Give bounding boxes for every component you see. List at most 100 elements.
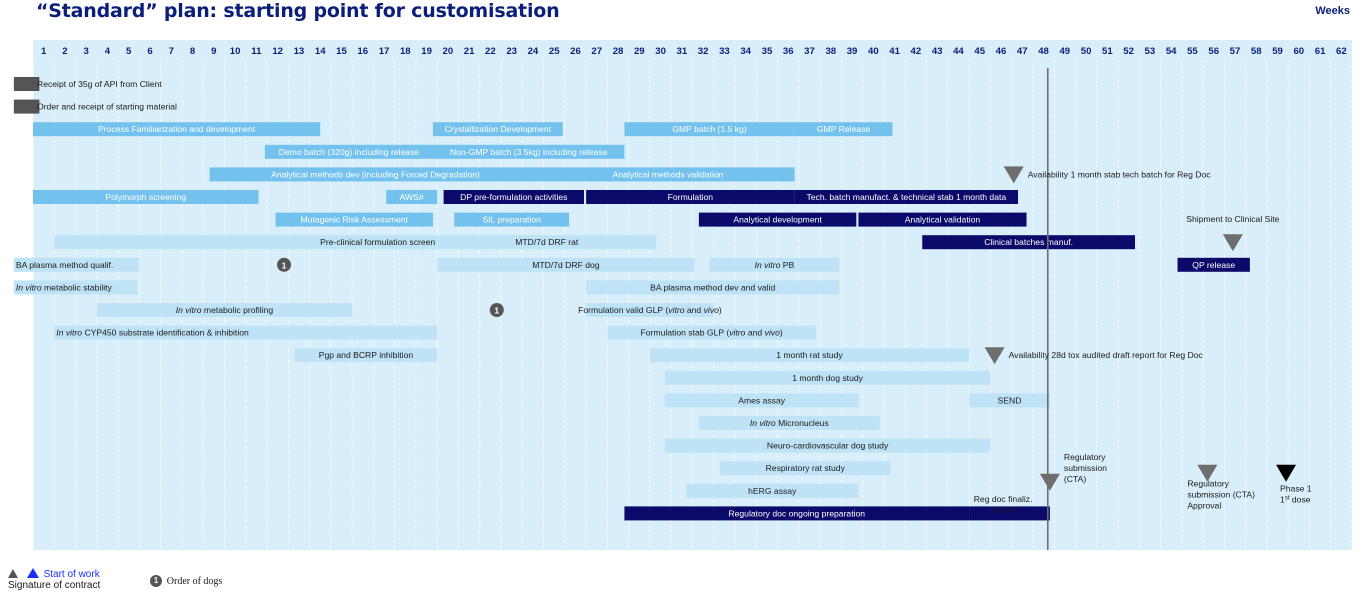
gantt-bar-label: 1 month rat study: [776, 350, 843, 360]
gantt-bar: [13, 280, 138, 295]
gantt-bar: [624, 506, 970, 521]
gantt-bar-label: Analytical methods dev (including Forced…: [271, 169, 480, 179]
gantt-bar-label: In vitro PB: [755, 260, 795, 270]
gantt-bar: [720, 461, 891, 476]
gantt-bar-label: Non-GMP batch (3.5kg) including release: [450, 147, 608, 157]
week-tick-label: 25: [549, 46, 560, 57]
milestone-label: submission: [1064, 463, 1107, 473]
gantt-bar: [969, 393, 1050, 408]
week-tick-label: 33: [719, 46, 730, 57]
week-tick-label: 12: [272, 46, 283, 57]
gantt-bar: [13, 99, 40, 114]
gantt-bar-label: DP pre-formulation activities: [460, 192, 567, 202]
gantt-bar-label: MTD/7d DRF rat: [515, 237, 579, 247]
signature-of-contract-label: Signature of contract: [8, 580, 101, 591]
week-tick-label: 31: [677, 46, 688, 57]
gantt-bar-label: Crystallization Development: [445, 124, 552, 134]
milestone-triangle-icon: [984, 347, 1005, 365]
gantt-bar: [664, 438, 991, 453]
week-tick-label: 52: [1123, 46, 1134, 57]
gantt-bar-label: Order and receipt of starting material: [37, 102, 177, 112]
gantt-bar-label: GMP Release: [817, 124, 871, 134]
week-tick-label: 28: [613, 46, 624, 57]
gantt-bar: [794, 190, 1018, 204]
week-tick-label: 19: [421, 46, 432, 57]
week-tick-label: 61: [1315, 46, 1326, 57]
week-tick-label: 22: [485, 46, 496, 57]
gantt-bar-label: Process Familiarization and development: [98, 124, 256, 134]
gantt-bar: [922, 235, 1136, 250]
week-tick-label: 40: [868, 46, 879, 57]
chart-title: “Standard” plan: starting point for cust…: [36, 0, 560, 22]
gantt-bar-label: Clinical batches manuf.: [984, 237, 1073, 247]
gantt-bar-label: Formulation valid GLP (vitro and vivo): [578, 305, 722, 315]
week-tick-label: 35: [762, 46, 773, 57]
week-tick-label: 8: [190, 46, 196, 57]
milestone-label: Regulatory: [1064, 452, 1106, 462]
gantt-bar-label: Mutagenic Risk Assessment: [301, 215, 409, 225]
gantt-bar: [432, 122, 563, 137]
gantt-bar: [13, 77, 40, 91]
week-tick-label: 27: [591, 46, 602, 57]
circle-marker-label: 1: [494, 306, 499, 316]
week-tick-label: 50: [1081, 46, 1092, 57]
week-tick-label: 10: [230, 46, 241, 57]
week-tick-label: 29: [634, 46, 645, 57]
gantt-bar-label: Pgp and BCRP inhibition: [319, 350, 414, 360]
week-tick-label: 41: [889, 46, 900, 57]
gantt-bar-label: Ames assay: [738, 395, 786, 405]
week-tick-label: 4: [105, 46, 111, 57]
week-tick-label: 55: [1187, 46, 1198, 57]
week-tick-label: 15: [336, 46, 347, 57]
gantt-bar: [1177, 257, 1250, 272]
gantt-bar-label: Neuro-cardiovascular dog study: [767, 441, 889, 451]
week-tick-label: 58: [1251, 46, 1262, 57]
week-tick-label: 13: [294, 46, 305, 57]
gantt-bar: [432, 144, 625, 159]
gantt-bar-label: Pre-clinical formulation screen: [320, 237, 435, 247]
gantt-bar: [54, 325, 438, 340]
week-tick-label: 45: [974, 46, 985, 57]
gantt-bar-label: Polymorph screening: [105, 192, 186, 202]
gantt-bar-label: Tech. batch manufact. & technical stab 1…: [806, 192, 1006, 202]
week-tick-label: 62: [1336, 46, 1347, 57]
gantt-bar-label: Respiratory rat study: [766, 463, 846, 473]
week-tick-label: 7: [169, 46, 174, 57]
week-tick-label: 53: [1145, 46, 1156, 57]
gantt-bar: [607, 325, 816, 340]
gantt-bar: [541, 167, 795, 182]
gantt-bar: [33, 122, 321, 137]
milestone-label: Approval: [1187, 501, 1221, 511]
milestone-label: (CTA): [1064, 474, 1086, 484]
gantt-bar: [686, 483, 859, 498]
milestone-label: Regulatory: [1187, 479, 1229, 489]
gantt-bar-label: BA plasma method qualif.: [16, 260, 113, 270]
gantt-bar-label: In vitro Micronucleus: [750, 418, 829, 428]
week-tick-label: 48: [1038, 46, 1049, 57]
gantt-bar-label: SIL preparation: [482, 215, 541, 225]
signature-triangle-icon: [8, 569, 18, 578]
gantt-bar-label: hERG assay: [748, 486, 797, 496]
week-tick-label: 43: [932, 46, 943, 57]
gantt-bar-label: AWS#: [400, 192, 424, 202]
week-tick-label: 36: [783, 46, 794, 57]
gantt-bar: [858, 212, 1027, 227]
week-tick-label: 9: [211, 46, 216, 57]
gantt-bar: [437, 235, 657, 250]
gantt-bar: [33, 190, 259, 204]
gantt-bar: [294, 348, 438, 363]
gantt-bar: [586, 190, 795, 204]
week-tick-label: 49: [1059, 46, 1070, 57]
gantt-bar: [698, 212, 857, 227]
milestone-triangle-icon: [1197, 464, 1218, 482]
week-tick-label: 39: [847, 46, 858, 57]
milestone-triangle-icon: [1276, 464, 1297, 482]
week-tick-label: 30: [655, 46, 666, 57]
gantt-bar: [454, 212, 570, 227]
milestone-label: Phase 1: [1280, 484, 1312, 494]
week-tick-label: 26: [570, 46, 581, 57]
week-tick-label: 6: [147, 46, 152, 57]
start-of-work-label: Start of work: [43, 569, 100, 580]
gantt-bar: [275, 212, 433, 227]
gantt-bar-label: Formulation: [668, 192, 714, 202]
